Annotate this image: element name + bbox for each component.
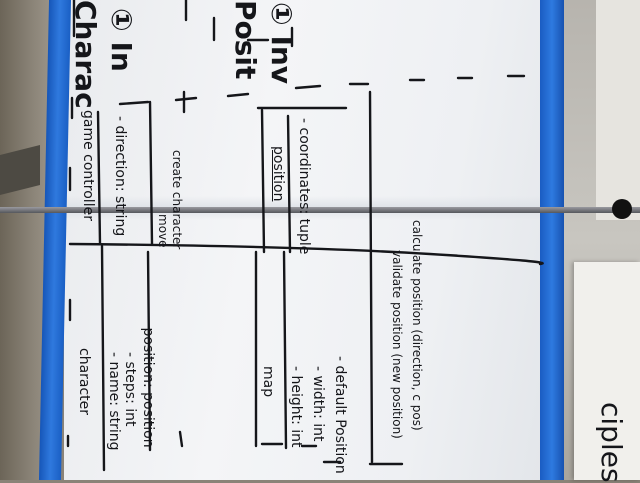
method-calculate-position: calculate position (direction, c pos)	[410, 220, 424, 431]
game-controller-method-move: move	[156, 214, 170, 248]
character-name-line	[100, 244, 106, 472]
map-title: map	[260, 366, 276, 398]
edge-text-posit: Posit	[229, 0, 262, 80]
character-title: character	[76, 348, 92, 416]
metal-rod	[0, 207, 640, 213]
divider-horizontal	[68, 242, 544, 266]
game-controller-attr-line	[148, 100, 154, 246]
character-attr-position: - position: position	[140, 318, 156, 448]
edge-text-in: ① In	[105, 8, 138, 72]
magnet	[612, 199, 632, 219]
game-controller-title: game controller	[80, 110, 96, 221]
character-attr-name: - name: string	[106, 352, 122, 451]
wall-paper-top	[596, 0, 640, 220]
character-attr-steps: - steps: int	[122, 352, 138, 427]
paper-text: ciples	[595, 402, 628, 483]
position-name-line	[260, 108, 266, 254]
whiteboard	[64, 0, 542, 480]
blue-tape-right	[540, 0, 564, 480]
position-attr: - coordinates: tuple	[296, 118, 312, 255]
map-attr-height: - height: int	[288, 366, 304, 448]
game-controller-attr: - direction: string	[112, 116, 128, 237]
game-controller-name-line	[96, 110, 102, 246]
wall-paper-bottom	[574, 262, 640, 480]
position-title: position	[270, 146, 286, 202]
edge-text-charac: Charac	[69, 0, 102, 109]
map-attr-width: - width: int	[310, 366, 326, 442]
map-attr-default: - default Position	[332, 356, 348, 474]
methods-divider	[368, 90, 374, 464]
game-controller-method-create: create character	[170, 150, 184, 250]
edge-text-inv: ① Inv	[265, 2, 298, 85]
method-validate-position: validate position (new position)	[390, 250, 404, 439]
